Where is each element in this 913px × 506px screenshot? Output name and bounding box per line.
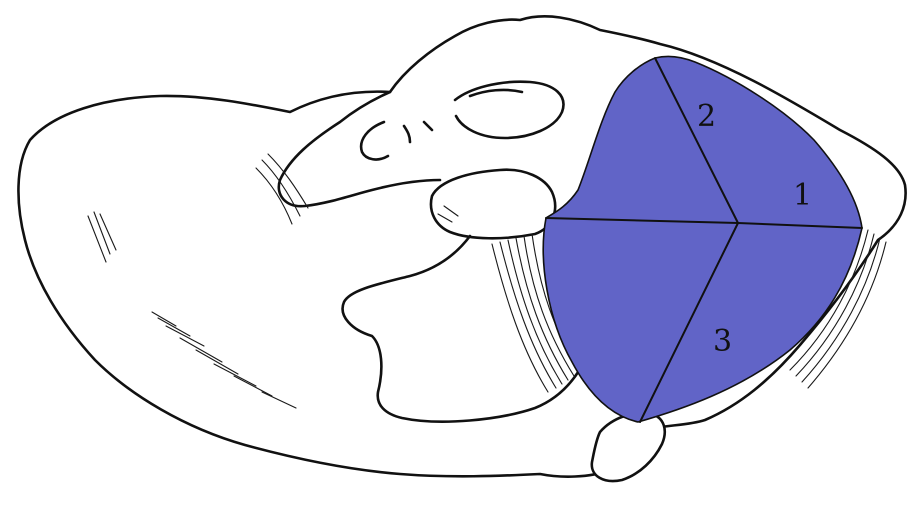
segment-label-1: 1: [793, 178, 812, 213]
segment-label-3: 3: [713, 324, 732, 359]
spine-knob: [431, 170, 555, 239]
segment-label-2: 2: [697, 99, 716, 134]
